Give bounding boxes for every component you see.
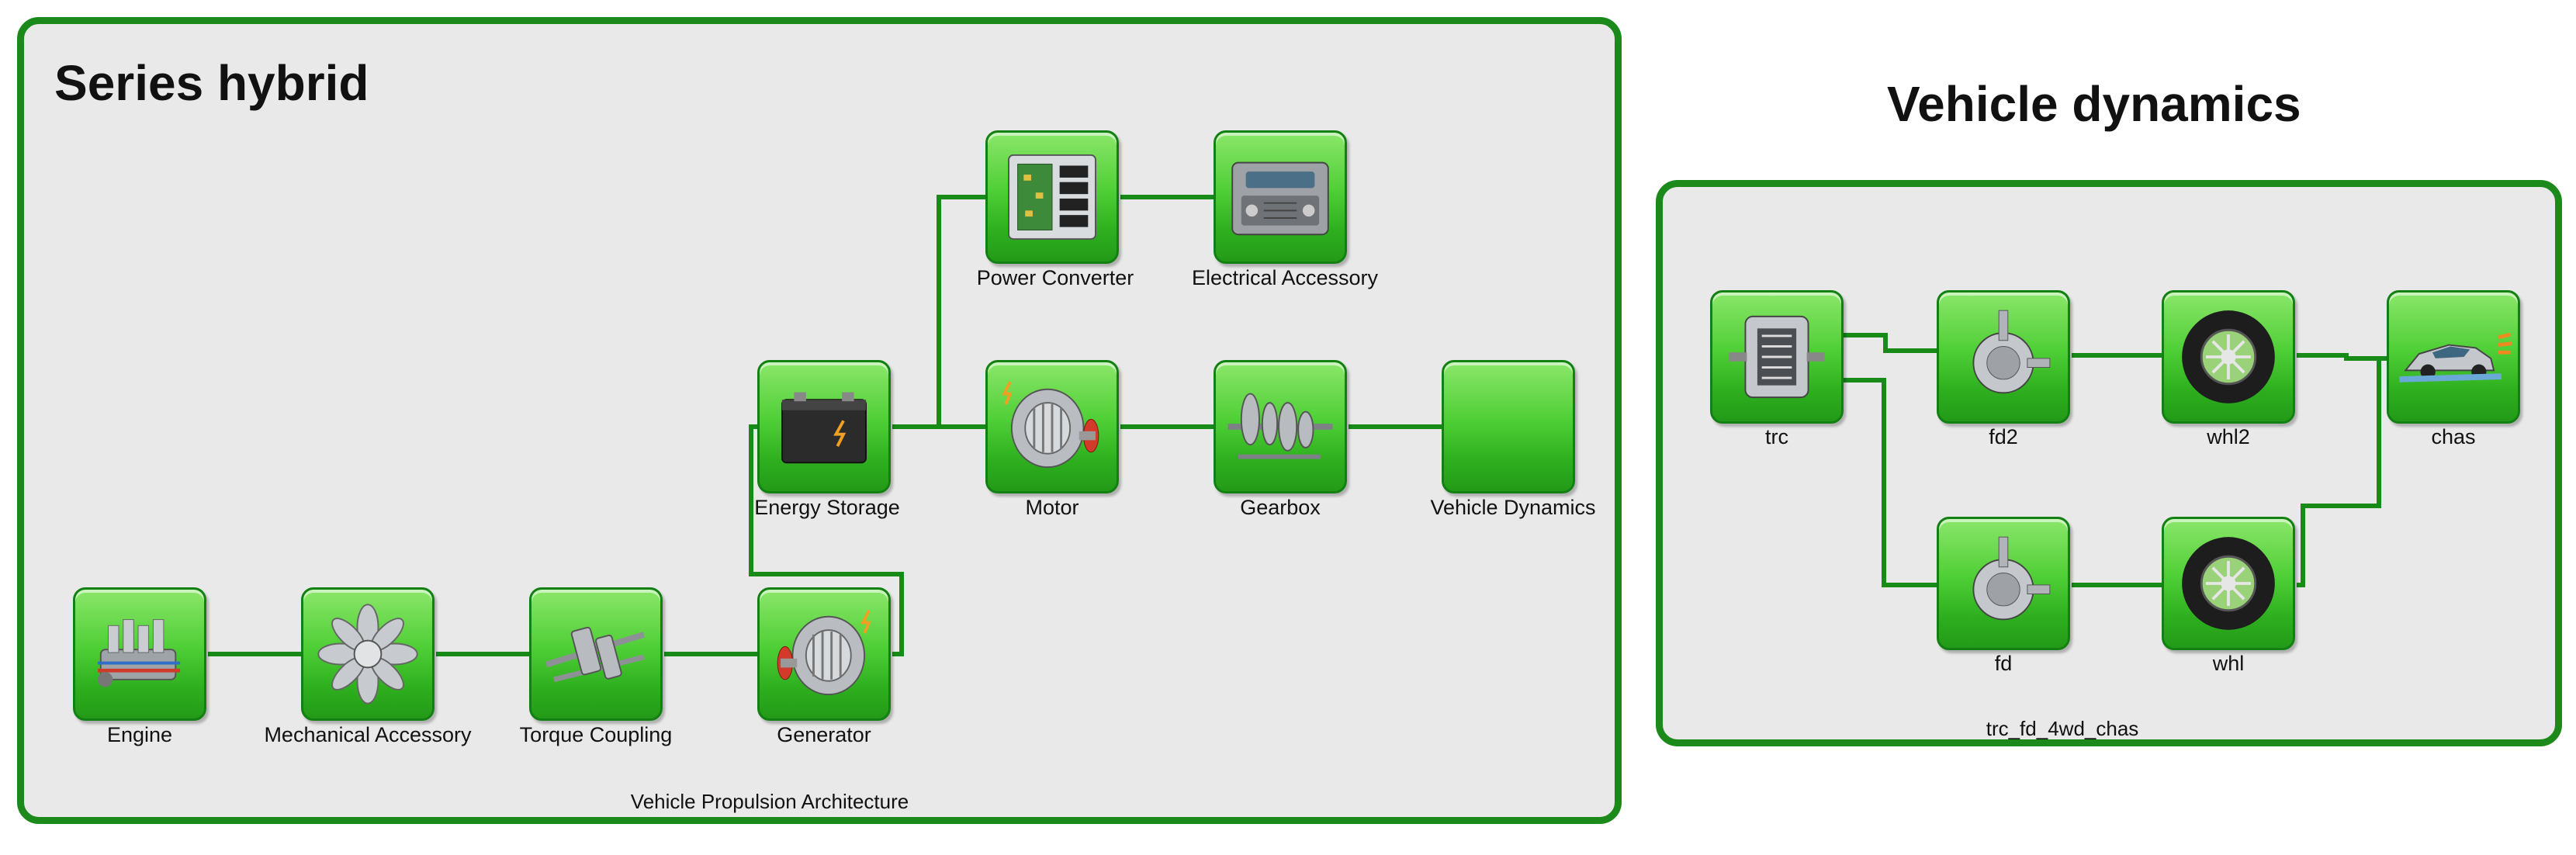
whl2-label: whl2: [2207, 425, 2250, 448]
fd-block[interactable]: [1937, 517, 2070, 650]
trc-block[interactable]: [1710, 290, 1844, 424]
electrical-accessory-label: Electrical Accessory: [1191, 266, 1379, 289]
mechanical-accessory-block[interactable]: [301, 587, 435, 721]
wire-energy-powerconv: [937, 195, 985, 427]
mechanical-accessory-label: Mechanical Accessory: [264, 723, 472, 746]
power-converter-label: Power Converter: [976, 266, 1134, 289]
wire-whl-chas: [2297, 356, 2387, 587]
energy-storage-block[interactable]: [757, 360, 891, 493]
wheel-icon: [2182, 310, 2275, 403]
engine-block[interactable]: [73, 587, 206, 721]
engine-label: Engine: [106, 723, 173, 746]
vehicle-dynamics-label: Vehicle Dynamics: [1430, 496, 1596, 519]
vehicle-dynamics-title: Vehicle dynamics: [1887, 76, 2301, 132]
fd-label: fd: [1994, 652, 2013, 675]
alternator-icon: [777, 610, 871, 696]
fd2-label: fd2: [1989, 425, 2018, 448]
generator-label: Generator: [777, 723, 871, 746]
chas-block[interactable]: [2387, 290, 2520, 424]
series-hybrid-title: Series hybrid: [54, 55, 369, 111]
chas-label: chas: [2431, 425, 2476, 448]
energy-storage-label: Energy Storage: [754, 496, 900, 519]
vehicle-propulsion-caption: Vehicle Propulsion Architecture: [630, 790, 909, 813]
radio-icon: [1231, 161, 1329, 236]
trc-label: trc: [1765, 425, 1788, 448]
differential-icon: [1972, 536, 2051, 621]
transmission-icon: [1729, 315, 1825, 399]
motor-block[interactable]: [985, 360, 1119, 493]
gear-shaft-icon: [545, 626, 645, 683]
generator-block[interactable]: [757, 587, 891, 721]
fd2-block[interactable]: [1937, 290, 2070, 424]
torque-coupling-block[interactable]: [529, 587, 663, 721]
battery-icon: [781, 392, 867, 464]
circuit-board-icon: [1008, 154, 1096, 241]
fan-icon: [317, 604, 418, 704]
gearbox-icon: [1227, 393, 1333, 459]
power-converter-block[interactable]: [985, 130, 1119, 264]
wire-whl2-chas: [2297, 353, 2387, 361]
whl2-block[interactable]: [2162, 290, 2295, 424]
car-icon: [2399, 332, 2512, 382]
wire-generator-energy: [749, 424, 904, 656]
motor-icon: [1002, 381, 1099, 469]
wheel-icon: [2182, 537, 2275, 630]
torque-coupling-label: Torque Coupling: [519, 723, 673, 746]
wire-trc-fd: [1844, 378, 1937, 587]
whl-label: whl: [2212, 652, 2245, 675]
whl-block[interactable]: [2162, 517, 2295, 650]
vehicle-dynamics-panel: [1656, 180, 2562, 746]
engine-icon: [97, 619, 181, 687]
differential-icon: [1972, 310, 2051, 394]
electrical-accessory-block[interactable]: [1214, 130, 1347, 264]
motor-label: Motor: [1025, 496, 1079, 519]
wire-trc-fd2: [1844, 333, 1937, 353]
gearbox-label: Gearbox: [1240, 496, 1321, 519]
gearbox-block[interactable]: [1214, 360, 1347, 493]
vehicle-dynamics-block[interactable]: [1442, 360, 1575, 493]
trc-fd-4wd-chas-caption: trc_fd_4wd_chas: [1986, 717, 2139, 740]
